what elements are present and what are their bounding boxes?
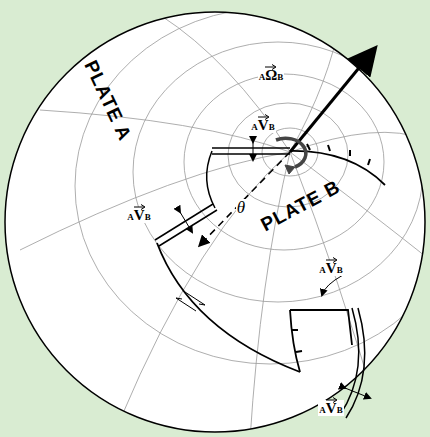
velocity-vector: AVB bbox=[318, 400, 343, 416]
velocity-vector: AVB bbox=[126, 207, 151, 223]
velocity-vector: AVB bbox=[250, 117, 275, 133]
velocity-vector: AVB bbox=[318, 260, 343, 276]
rotation-vector: AΩB bbox=[258, 67, 285, 83]
angle-symbol: θ bbox=[236, 199, 246, 216]
